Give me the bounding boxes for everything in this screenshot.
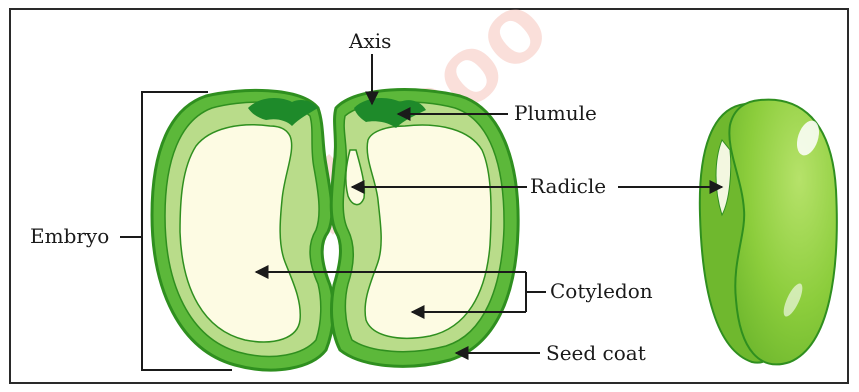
cotyledon-right-inner [365, 125, 491, 338]
label-cotyledon: Cotyledon [550, 279, 653, 303]
label-axis: Axis [348, 29, 391, 53]
label-embryo: Embryo [30, 224, 109, 248]
left-seed-half [152, 90, 333, 370]
whole-seed [700, 100, 837, 365]
label-radicle: Radicle [530, 174, 606, 198]
whole-seed-front [729, 100, 836, 365]
right-seed-half [331, 90, 518, 367]
label-plumule: Plumule [514, 101, 597, 125]
label-seed-coat: Seed coat [546, 341, 646, 365]
